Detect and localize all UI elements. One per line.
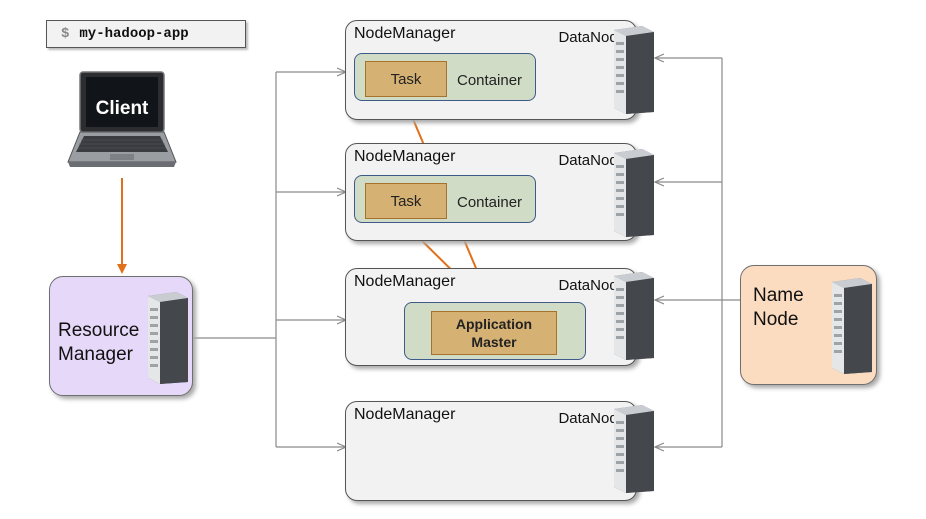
resource-manager-label: Resource Manager [58,320,140,365]
name-node-server-icon [832,278,872,374]
data-node-label: DataNode [558,29,626,46]
node-manager-label: NodeManager [354,406,456,423]
container-box: Task Container [354,53,536,101]
command-prompt: $ [61,26,70,42]
task-box: Task [365,183,447,219]
node-manager-box-2: NodeManager DataNode Task Container [345,143,637,241]
node-manager-box-4: NodeManager DataNode [345,401,637,501]
node-manager-box-3: NodeManager DataNode Application Master [345,268,637,366]
node-manager-label: NodeManager [354,148,456,165]
container-label: Container [457,194,523,211]
container-box: Task Container [354,175,536,223]
data-node-label: DataNode [558,152,626,169]
node-manager-label: NodeManager [354,25,456,42]
data-node-label: DataNode [558,277,626,294]
node-manager-box-1: NodeManager DataNode Task Container [345,20,637,120]
application-master-box: Application Master [431,311,557,355]
data-node-server-icon [614,405,654,493]
container-box: Application Master [404,302,586,360]
data-node-label: DataNode [558,410,626,427]
client-label: Client [95,98,149,119]
command-box: $ my-hadoop-app [46,20,246,48]
data-node-server-icon [614,149,654,237]
container-label: Container [457,72,523,89]
task-box: Task [365,61,447,97]
node-manager-label: NodeManager [354,273,456,290]
laptop-icon [67,71,177,167]
data-node-server-icon [614,272,654,360]
resource-manager-server-icon [148,292,188,384]
command-text: my-hadoop-app [79,26,189,42]
data-node-server-icon [614,26,654,114]
name-node-label: Name Node [753,285,804,330]
